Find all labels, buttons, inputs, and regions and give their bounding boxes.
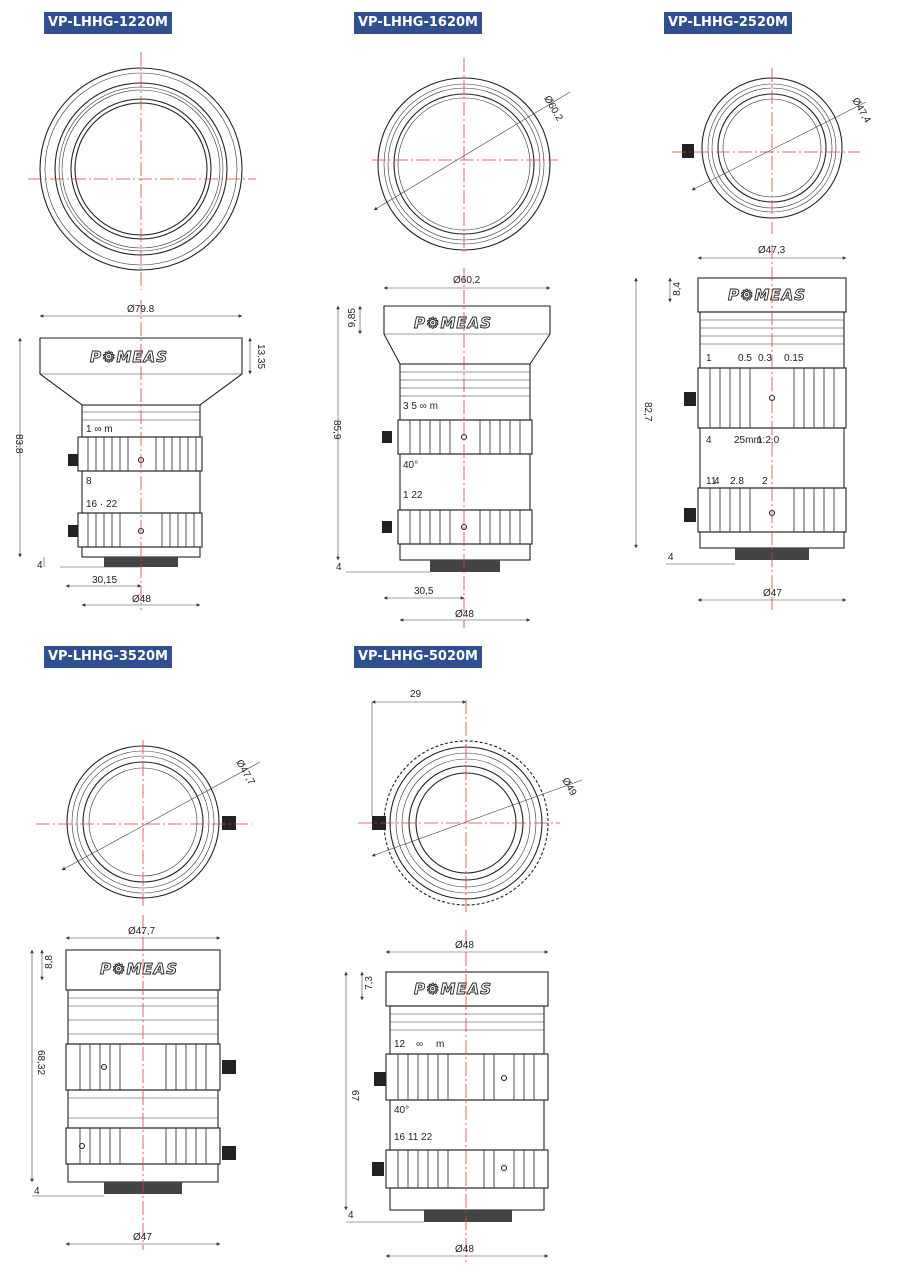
svg-text:Ø60.2: Ø60.2: [541, 94, 564, 123]
lens-1220m-front-view: [28, 52, 256, 290]
svg-text:30,5: 30,5: [414, 586, 434, 597]
svg-text:Ø48: Ø48: [455, 609, 474, 620]
svg-text:11: 11: [706, 476, 717, 487]
model-title-3520m: VP-LHHG-3520M: [44, 646, 172, 668]
svg-text:Ø47,7: Ø47,7: [233, 758, 256, 787]
svg-text:0.15: 0.15: [784, 353, 804, 364]
lens-1620m-front-view: Ø60.2: [372, 58, 571, 252]
svg-text:0.5: 0.5: [738, 353, 752, 364]
svg-text:25mm: 25mm: [734, 435, 762, 446]
svg-text:8,4: 8,4: [672, 282, 683, 296]
model-title-2520m: VP-LHHG-2520M: [664, 12, 792, 34]
svg-text:4: 4: [336, 562, 342, 573]
svg-text:3 5 ∞ m: 3 5 ∞ m: [403, 401, 438, 412]
svg-text:40°: 40°: [403, 460, 418, 471]
lens-5020m-side-view: P⚙MEAS 12 ∞ m 40° 16 11 22 Ø48 7,3 67 4 …: [344, 930, 549, 1262]
svg-text:2: 2: [762, 476, 768, 487]
svg-text:16 · 22: 16 · 22: [86, 499, 118, 510]
svg-text:Ø79.8: Ø79.8: [127, 304, 155, 315]
svg-text:Ø48: Ø48: [455, 940, 474, 951]
lens-3520m-front-view: Ø47,7: [36, 740, 261, 906]
svg-text:m: m: [436, 1039, 444, 1050]
svg-text:8,8: 8,8: [44, 955, 55, 969]
svg-text:4: 4: [714, 476, 720, 487]
svg-text:16 11 22: 16 11 22: [394, 1132, 433, 1143]
brand-logo: P⚙MEAS: [90, 348, 168, 366]
model-title-1620m: VP-LHHG-1620M: [354, 12, 482, 34]
svg-text:4: 4: [706, 435, 712, 446]
svg-text:29: 29: [410, 689, 422, 700]
svg-text:68,32: 68,32: [35, 1050, 46, 1075]
svg-text:82,7: 82,7: [642, 402, 653, 422]
svg-text:85,9: 85,9: [331, 420, 342, 440]
svg-text:2.8: 2.8: [730, 476, 744, 487]
svg-text:83.8: 83.8: [13, 434, 24, 454]
model-title-5020m: VP-LHHG-5020M: [354, 646, 482, 668]
lens-5020m-front-view: 29 Ø49: [358, 689, 583, 912]
svg-text:4: 4: [34, 1186, 40, 1197]
svg-text:8: 8: [86, 476, 92, 487]
svg-text:4: 4: [668, 552, 674, 563]
lens-3520m-side-view: P⚙MEAS Ø47,7 8,8 68,32 4 Ø47: [30, 915, 236, 1250]
brand-logo: P⚙MEAS: [414, 314, 492, 332]
lens-2520m-front-view: Ø47,4: [672, 68, 873, 234]
brand-logo: P⚙MEAS: [728, 286, 806, 304]
svg-text:Ø47: Ø47: [133, 1232, 152, 1243]
lens-2520m-side-view: P⚙MEAS 0.15 0.3 0.5 1 25mm 1:2.0 4 11 4 …: [634, 245, 847, 610]
lens-1220m-side-view: P⚙MEAS 1 ∞ m 8 16 · 22 Ø79.8 13.35 83.8 …: [13, 300, 266, 610]
svg-text:4: 4: [348, 1210, 354, 1221]
svg-text:1: 1: [706, 353, 712, 364]
svg-text:Ø47,3: Ø47,3: [758, 245, 786, 256]
svg-text:Ø47,7: Ø47,7: [128, 926, 156, 937]
svg-text:Ø48: Ø48: [455, 1244, 474, 1255]
svg-text:13.35: 13.35: [255, 344, 266, 369]
svg-text:30,15: 30,15: [92, 575, 117, 586]
svg-text:Ø47,4: Ø47,4: [849, 96, 872, 125]
svg-text:9,85: 9,85: [347, 308, 358, 328]
svg-text:40°: 40°: [394, 1105, 409, 1116]
svg-text:0.3: 0.3: [758, 353, 772, 364]
svg-text:1 22: 1 22: [403, 490, 423, 501]
svg-text:4: 4: [37, 560, 43, 571]
svg-text:1:2.0: 1:2.0: [757, 435, 780, 446]
svg-text:12: 12: [394, 1039, 406, 1050]
svg-text:7,3: 7,3: [364, 976, 375, 990]
svg-text:Ø60,2: Ø60,2: [453, 275, 481, 286]
svg-text:∞: ∞: [416, 1039, 423, 1050]
svg-text:1 ∞ m: 1 ∞ m: [86, 424, 113, 435]
brand-logo: P⚙MEAS: [414, 980, 492, 998]
svg-text:Ø47: Ø47: [763, 588, 782, 599]
svg-text:67: 67: [349, 1090, 360, 1102]
lens-1620m-side-view: P⚙MEAS 3 5 ∞ m 40° 1 22 Ø60,2 9,85 85,9 …: [331, 268, 551, 628]
model-title-1220m: VP-LHHG-1220M: [44, 12, 172, 34]
brand-logo: P⚙MEAS: [100, 960, 178, 978]
svg-text:Ø48: Ø48: [132, 594, 151, 605]
